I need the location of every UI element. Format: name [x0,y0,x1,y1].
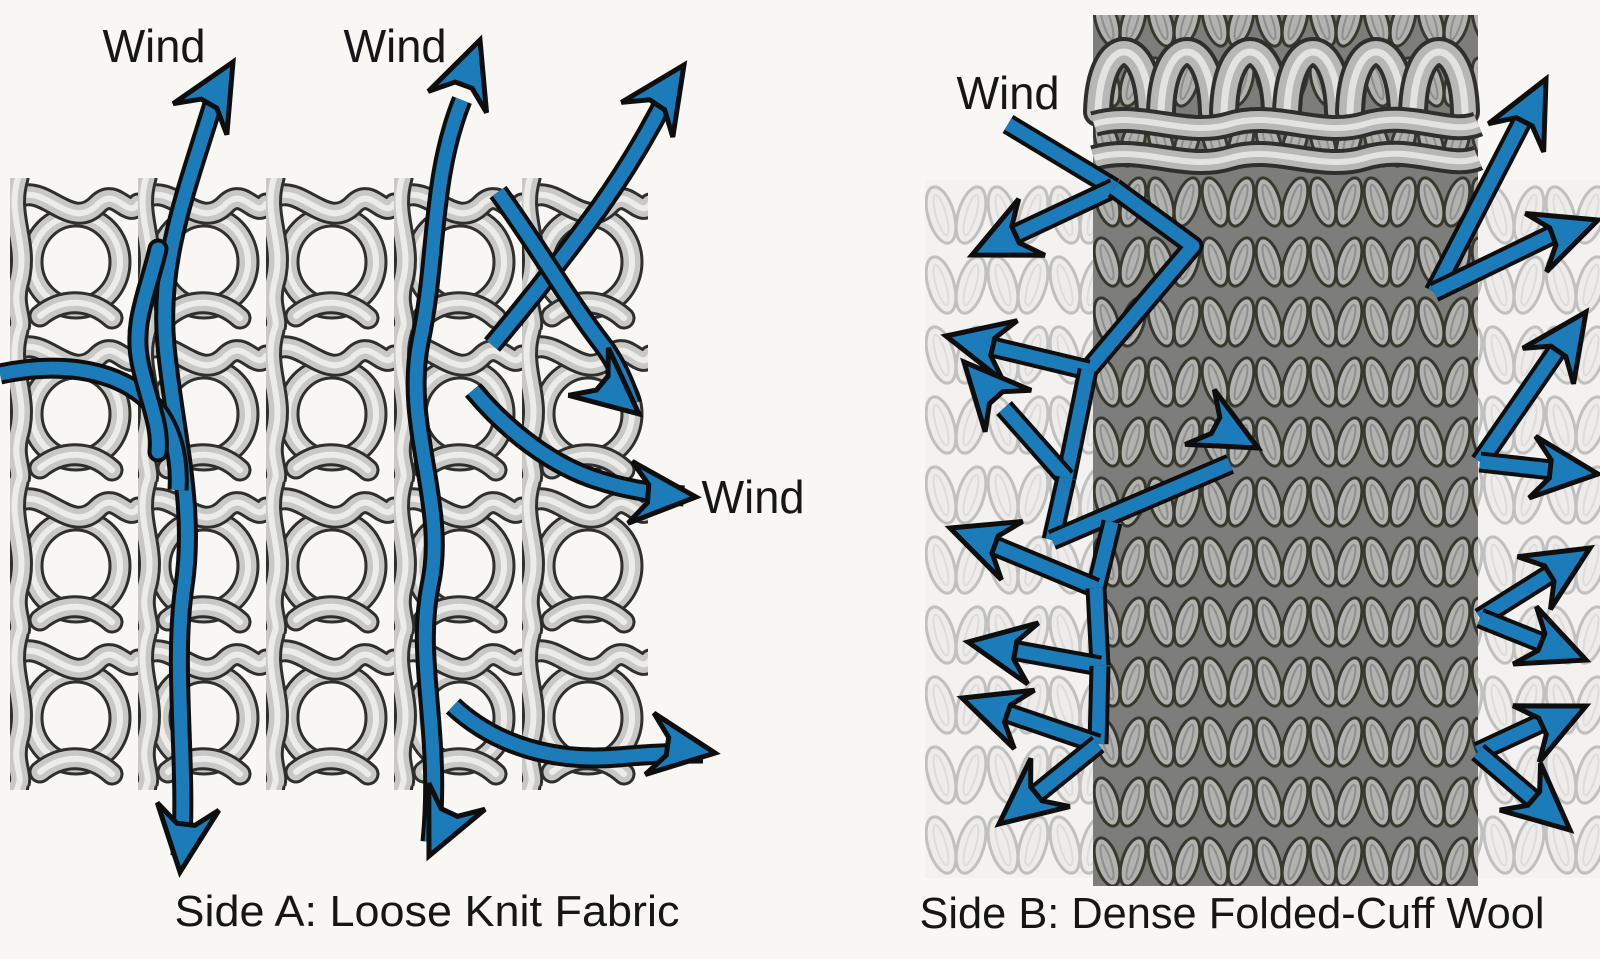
wind-stream-shaft [131,242,165,459]
side-a-caption: Side A: Loose Knit Fabric [175,887,680,936]
side-a-panel: Wind Wind Wind Side A: Loose Knit Fabric [0,20,805,936]
wind-arrow-shaft [1049,458,1233,546]
wind-arrow-shaft [1013,182,1117,240]
side-b-caption: Side B: Dense Folded-Cuff Wool [920,889,1545,938]
wind-arrow-shaft [1010,643,1102,673]
wind-arrow-shaft [1083,182,1200,375]
side-b-wind-arrows [985,105,1575,820]
wind-arrow-shaft [1091,665,1107,745]
wind-arrow-shaft [999,403,1071,483]
side-b-panel: Wind Side B: Dense Folded-Cuff Wool [920,15,1600,938]
wind-label-b: Wind [957,67,1060,119]
wind-arrow-shaft [986,339,1090,377]
wind-arrow-shaft [1004,118,1118,194]
wind-arrow-shaft [1474,342,1566,466]
wind-arrow-shaft [987,537,1099,595]
wind-arrow-shaft [1089,587,1107,667]
wind-arrow-shaft [1059,368,1095,480]
wind-label-a-top-left: Wind [103,20,206,72]
wind-arrow-shaft [1001,705,1101,751]
wind-stream-shaft [409,97,469,843]
folded-cuff [1083,15,1484,176]
wind-label-a-right: Wind [702,471,805,523]
wind-arrow-shaft [1029,738,1103,802]
dense-wool-block [1083,15,1484,886]
dense-wool-body [1093,172,1478,886]
wind-stream-shaft [487,87,676,350]
wind-arrow-shaft [1089,520,1119,590]
wind-arrow-shaft [1431,220,1573,298]
wind-label-a-top-center: Wind [344,20,447,72]
wind-arrow-shaft [1428,107,1534,295]
